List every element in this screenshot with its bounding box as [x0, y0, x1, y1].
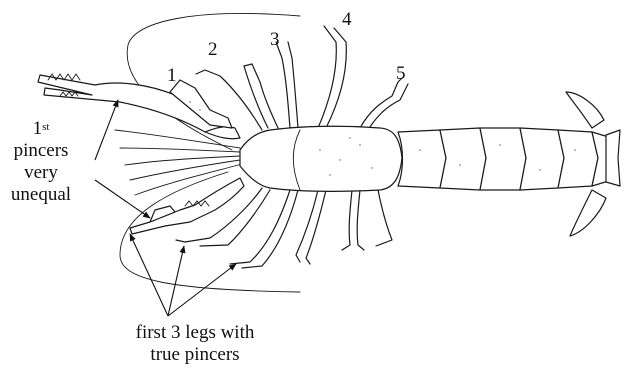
legs-annotation: first 3 legs with true pincers [100, 322, 290, 366]
pincers-line4: unequal [4, 184, 78, 206]
leg-number-3: 3 [270, 30, 280, 49]
pincers-ordinal-suffix: st [42, 121, 49, 133]
carapace [240, 126, 402, 191]
leg-number-4: 4 [342, 10, 352, 29]
abdomen [398, 128, 616, 190]
upper-legs [196, 26, 408, 130]
pincers-line3: very [4, 162, 78, 184]
pincers-annotation: 1st pincers very unequal [4, 118, 78, 206]
pincers-ordinal: 1 [33, 118, 43, 139]
leg-number-2: 2 [208, 40, 218, 59]
pincers-arrows [95, 100, 150, 218]
leg-number-5: 5 [396, 64, 406, 83]
antennules [115, 130, 242, 195]
leg-number-1: 1 [167, 66, 177, 85]
legs-line1: first 3 legs with [100, 322, 290, 344]
legs-line2: true pincers [100, 344, 290, 366]
legs-arrows [130, 234, 236, 316]
pincers-line2: pincers [4, 140, 78, 162]
